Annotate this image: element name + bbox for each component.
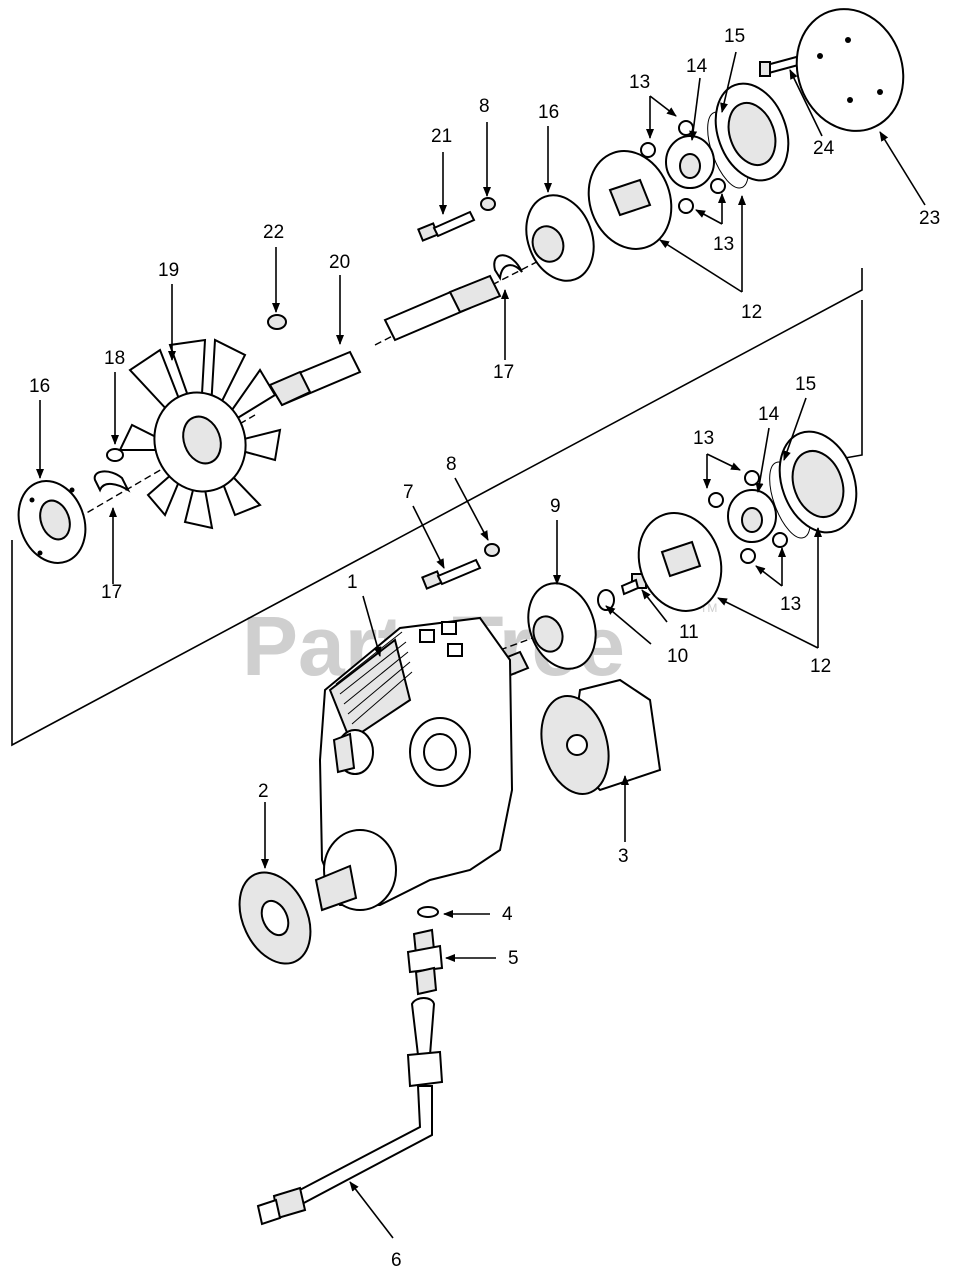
callout-12-upper: 12 xyxy=(741,302,762,323)
callout-3: 3 xyxy=(618,846,629,867)
part-15-ring-lower xyxy=(769,430,858,539)
callout-12-lower: 12 xyxy=(810,656,831,677)
part-21-bolt xyxy=(417,210,476,242)
part-17-clip-upper xyxy=(493,254,523,281)
callout-18: 18 xyxy=(104,348,125,369)
part-14-rotor-lower xyxy=(727,489,777,543)
callout-13-a: 13 xyxy=(629,72,650,93)
callout-23: 23 xyxy=(919,208,940,229)
part-4-o-ring xyxy=(417,906,439,918)
callout-22: 22 xyxy=(263,222,284,243)
callout-16-upper: 16 xyxy=(538,102,559,123)
part-23-cover xyxy=(795,8,905,132)
part-9-flange-lower xyxy=(498,582,597,678)
part-15-ring-upper xyxy=(707,82,790,189)
callout-13-c: 13 xyxy=(693,428,714,449)
callout-arrows xyxy=(36,51,926,1239)
part-6-tube xyxy=(256,997,444,1226)
part-18-nut xyxy=(106,448,124,462)
part-3-filter xyxy=(540,678,662,796)
part-1-transmission-housing xyxy=(314,616,514,912)
callout-11: 11 xyxy=(679,622,699,643)
callout-20: 20 xyxy=(329,252,350,273)
part-13-balls-lower xyxy=(708,470,788,564)
part-7-bolt xyxy=(421,558,482,590)
part-17-clip-left xyxy=(93,470,131,493)
part-20-shaft xyxy=(268,274,502,407)
callout-9: 9 xyxy=(550,496,561,517)
callout-15-lower: 15 xyxy=(795,374,816,395)
callout-13-b: 13 xyxy=(713,234,734,255)
callout-4: 4 xyxy=(502,904,513,925)
callout-1: 1 xyxy=(347,572,358,593)
callout-7: 7 xyxy=(403,482,414,503)
part-12-plate-lower xyxy=(637,512,723,612)
callout-8-lower: 8 xyxy=(446,454,457,475)
callout-13-d: 13 xyxy=(780,594,801,615)
part-16-flange-upper xyxy=(525,194,595,282)
callout-19: 19 xyxy=(158,260,179,281)
callout-2: 2 xyxy=(258,781,269,802)
callout-10: 10 xyxy=(667,646,688,667)
part-22-nut xyxy=(267,314,287,330)
callout-14-upper: 14 xyxy=(686,56,708,77)
part-19-fan xyxy=(118,338,282,530)
callout-15-upper: 15 xyxy=(724,26,745,47)
callout-16-left: 16 xyxy=(29,376,50,397)
part-16-flange-left xyxy=(17,480,87,564)
part-8-washer-upper xyxy=(480,197,496,211)
callout-17-upper: 17 xyxy=(493,362,514,383)
callout-14-lower: 14 xyxy=(758,404,780,425)
callout-labels: 1 2 3 4 5 6 7 8 8 9 10 11 12 12 13 13 13… xyxy=(29,26,940,1271)
callout-8-upper: 8 xyxy=(479,96,490,117)
callout-5: 5 xyxy=(508,948,519,969)
part-8-washer-lower xyxy=(484,543,500,557)
part-5-fitting xyxy=(406,928,444,996)
part-14-rotor-upper xyxy=(665,135,715,189)
callout-6: 6 xyxy=(391,1250,402,1271)
callout-24: 24 xyxy=(813,138,835,159)
part-12-plate-upper xyxy=(587,150,673,250)
callout-21: 21 xyxy=(431,126,452,147)
callout-17-left: 17 xyxy=(101,582,122,603)
part-2-thrust-washer xyxy=(238,871,312,965)
